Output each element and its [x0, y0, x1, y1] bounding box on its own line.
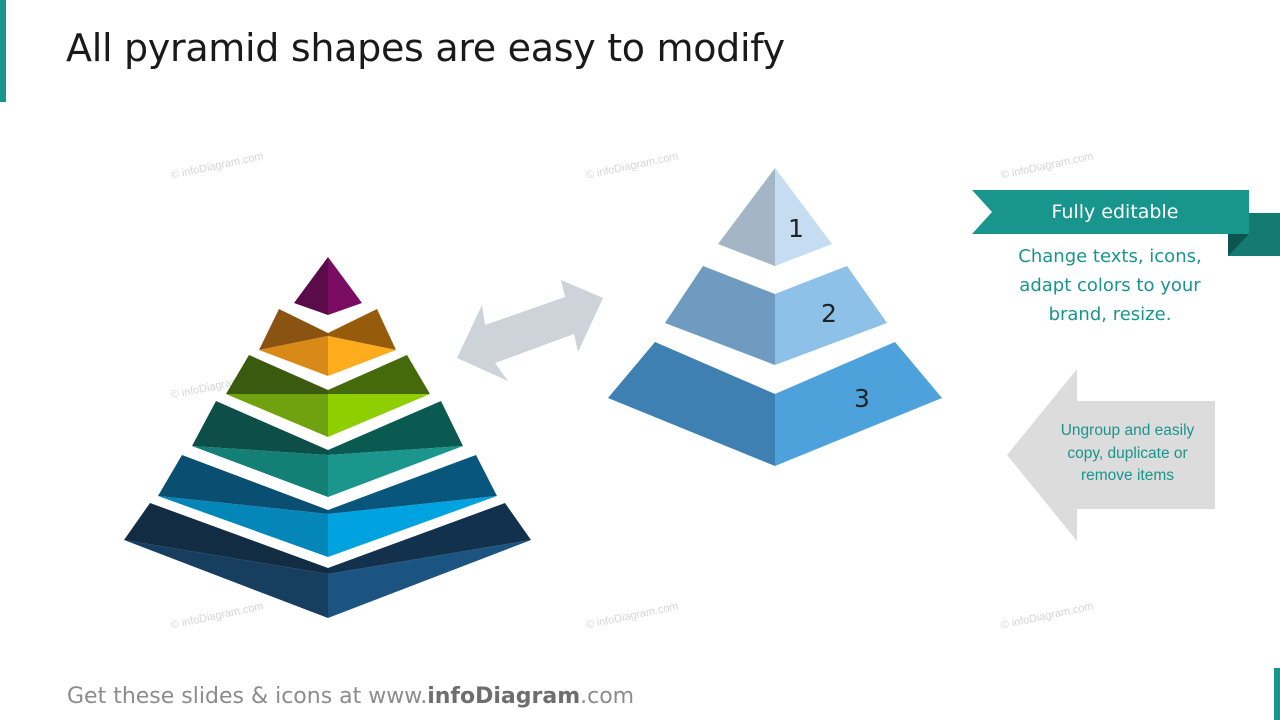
footer-link[interactable]: Get these slides & icons at www.infoDiag…: [67, 684, 634, 709]
pyramid-layer-orange-left[interactable]: [259, 336, 328, 376]
callout-line: remove items: [1080, 467, 1175, 484]
pyramid-level-label: 3: [854, 384, 870, 413]
pyramid-layer-purple-right[interactable]: [328, 257, 362, 315]
pyramid-level-2-left[interactable]: [665, 266, 775, 365]
callout-line: Ungroup and easily: [1060, 422, 1195, 439]
description-line: brand, resize.: [1048, 304, 1172, 325]
pyramid-level-3-left[interactable]: [608, 342, 775, 466]
pyramid-level-1-left[interactable]: [718, 168, 775, 266]
footer-prefix: Get these slides & icons at www.: [67, 684, 428, 709]
pyramid-layer-cyan-right[interactable]: [328, 496, 497, 557]
footer-brand: infoDiagram: [427, 684, 581, 709]
callout-line: copy, duplicate or: [1067, 444, 1188, 462]
slide-title: All pyramid shapes are easy to modify: [66, 26, 785, 70]
three-level-pyramid[interactable]: 1 2 3: [608, 168, 942, 466]
pyramid-layer-navy-left[interactable]: [124, 540, 328, 618]
ungroup-callout-text: Ungroup and easily copy, duplicate or re…: [1040, 420, 1215, 488]
editable-description: Change texts, icons, adapt colors to you…: [985, 242, 1235, 329]
pyramid-layer-lime-left[interactable]: [226, 394, 328, 437]
callout-arrow-left-icon: [1007, 369, 1215, 541]
description-line: adapt colors to your: [1019, 275, 1201, 296]
pyramid-layer-teal-right[interactable]: [328, 446, 463, 497]
pyramid-layer-navy-right[interactable]: [328, 540, 531, 618]
left-accent-bar: [0, 0, 6, 102]
right-accent-bar: [1274, 668, 1280, 720]
pyramid-level-2-right[interactable]: [775, 266, 887, 365]
pyramid-layer-teal-left[interactable]: [192, 446, 328, 497]
pyramid-layer-orange-right[interactable]: [328, 336, 396, 376]
double-arrow-icon: [457, 280, 603, 381]
fully-editable-label: Fully editable: [1051, 201, 1179, 223]
pyramid-level-label: 2: [821, 299, 837, 328]
pyramid-layer-purple-left[interactable]: [294, 257, 328, 315]
description-line: Change texts, icons,: [1018, 246, 1202, 267]
pyramid-level-label: 1: [788, 214, 804, 243]
six-layer-pyramid[interactable]: [124, 257, 531, 618]
pyramid-level-3-right[interactable]: [775, 342, 942, 466]
pyramid-layer-cyan-left[interactable]: [158, 496, 328, 557]
pyramid-level-1-right[interactable]: [775, 168, 832, 266]
footer-suffix: .com: [580, 684, 635, 709]
pyramid-layer-lime-right[interactable]: [328, 394, 430, 437]
ribbon-banner: [972, 190, 1280, 256]
